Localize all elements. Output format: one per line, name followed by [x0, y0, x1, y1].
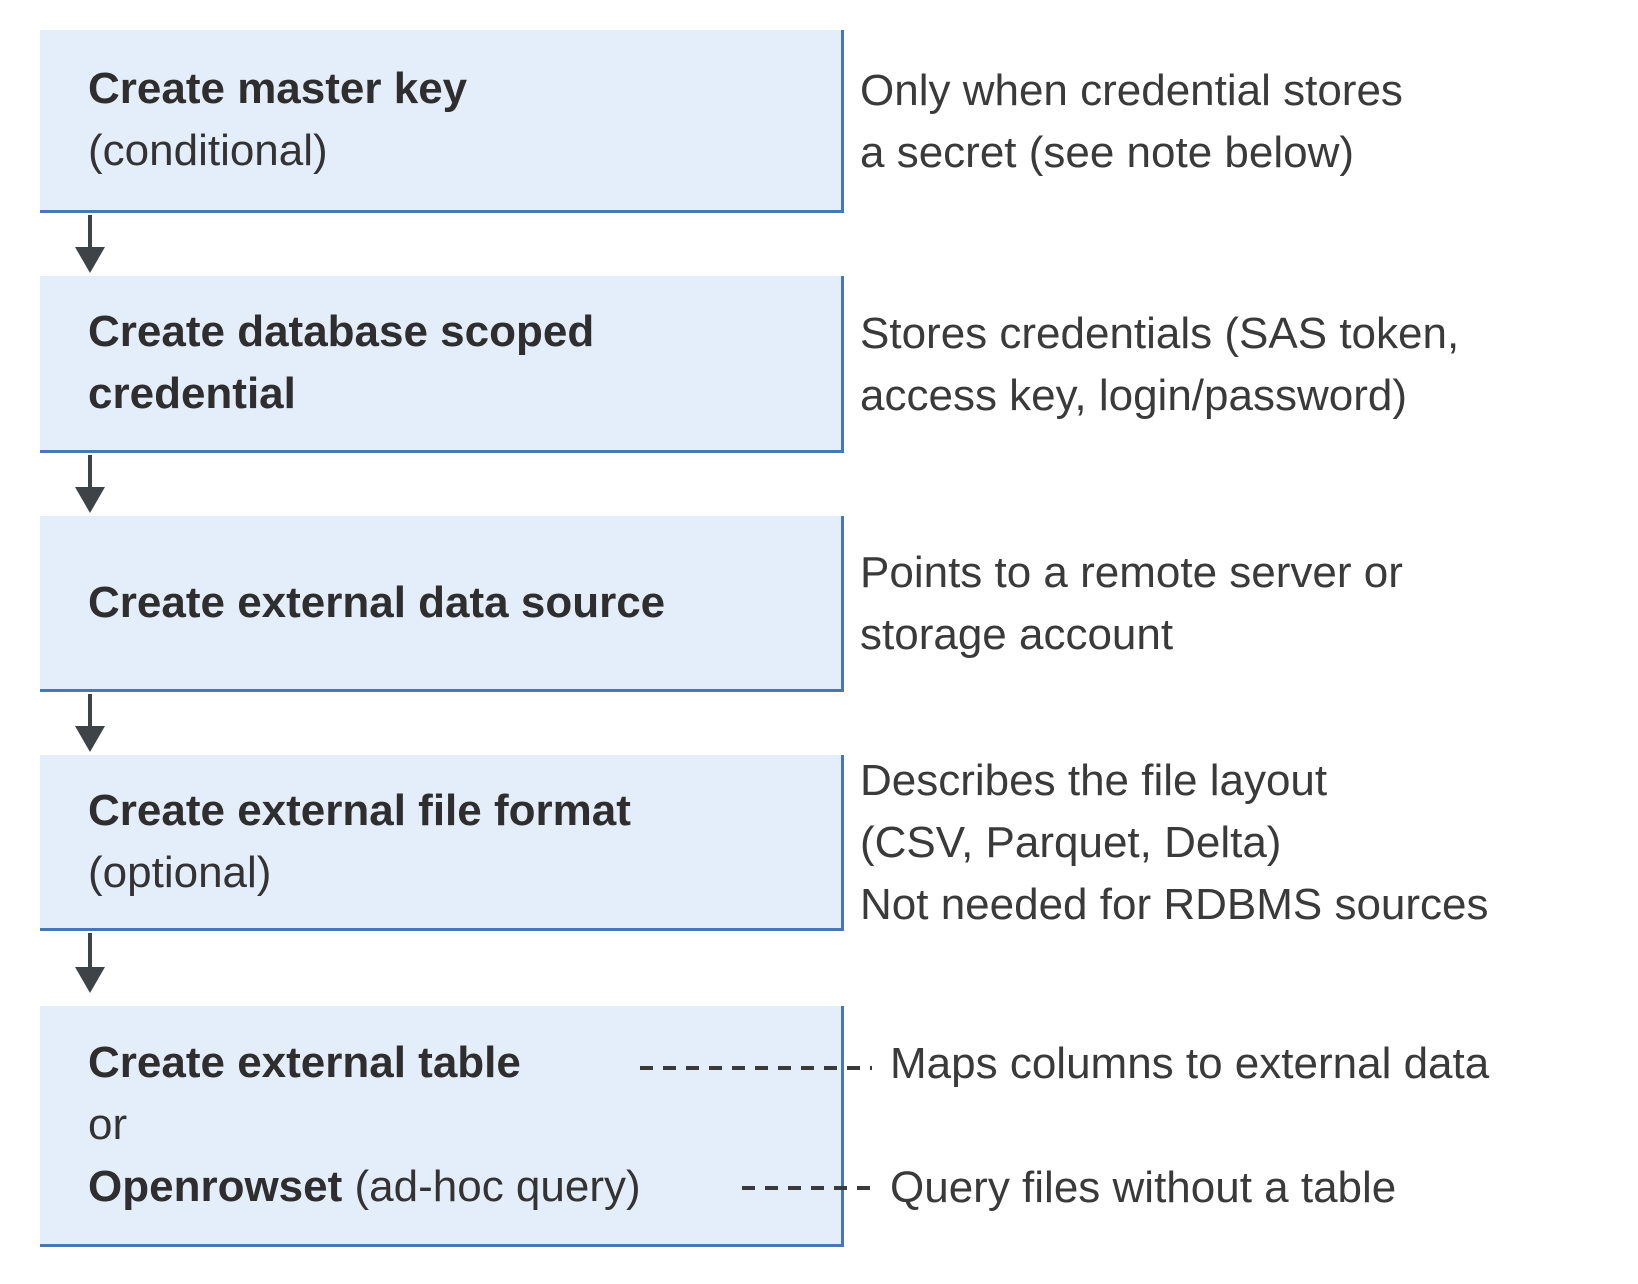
dashed-connector-external-table — [640, 1066, 872, 1070]
arrow-head — [75, 487, 105, 513]
arrow-shaft — [88, 933, 92, 969]
annotation-external-data-source: Points to a remote server or storage acc… — [860, 516, 1403, 692]
step-title: Create database scoped — [88, 307, 595, 356]
arrow-head — [75, 726, 105, 752]
step-subtitle: (conditional) — [88, 126, 328, 175]
annotation-scoped-credential: Stores credentials (SAS token, access ke… — [860, 276, 1459, 453]
step-openrowset-line: Openrowset (ad-hoc query) — [88, 1156, 841, 1218]
annotation-line: Points to a remote server or — [860, 548, 1403, 597]
step-box-create-database-scoped-credential: Create database scoped credential — [40, 276, 844, 453]
annotation-line: a secret (see note below) — [860, 127, 1355, 177]
openrowset-label: Openrowset — [88, 1162, 343, 1211]
step-title: Create external table — [88, 1038, 521, 1087]
step-subtitle: (optional) — [88, 847, 272, 897]
annotation-line: (CSV, Parquet, Delta) — [860, 818, 1282, 867]
arrow-shaft — [88, 215, 92, 249]
arrow-shaft — [88, 455, 92, 489]
step-title: Create master key — [88, 64, 468, 113]
annotation-line: Stores credentials (SAS token, — [860, 308, 1460, 358]
annotation-line: Describes the file layout — [860, 756, 1328, 805]
step-box-create-external-file-format: Create external file format (optional) — [40, 755, 844, 931]
step-box-create-master-key: Create master key (conditional) — [40, 30, 844, 213]
annotation-external-table: Maps columns to external data — [890, 1039, 1490, 1088]
step-title: credential — [88, 369, 296, 418]
annotation-line: access key, login/password) — [860, 370, 1407, 420]
step-box-create-external-table-or-openrowset: Create external table or Openrowset (ad-… — [40, 1006, 844, 1247]
annotation-line: Only when credential stores — [860, 65, 1403, 115]
step-title: Create external file format — [88, 785, 631, 835]
step-box-create-external-data-source: Create external data source — [40, 516, 844, 692]
annotation-openrowset: Query files without a table — [890, 1163, 1397, 1212]
step-or-label: or — [88, 1100, 128, 1149]
annotation-line: storage account — [860, 610, 1174, 659]
dashed-connector-openrowset — [742, 1186, 872, 1190]
annotation-line: Not needed for RDBMS sources — [860, 880, 1489, 929]
arrow-head — [75, 247, 105, 273]
annotation-file-format: Describes the file layout (CSV, Parquet,… — [860, 755, 1489, 931]
arrow-shaft — [88, 694, 92, 728]
openrowset-suffix: (ad-hoc query) — [342, 1162, 641, 1211]
arrow-head — [75, 967, 105, 993]
step-title: Create external data source — [88, 577, 666, 627]
annotation-master-key: Only when credential stores a secret (se… — [860, 30, 1403, 213]
